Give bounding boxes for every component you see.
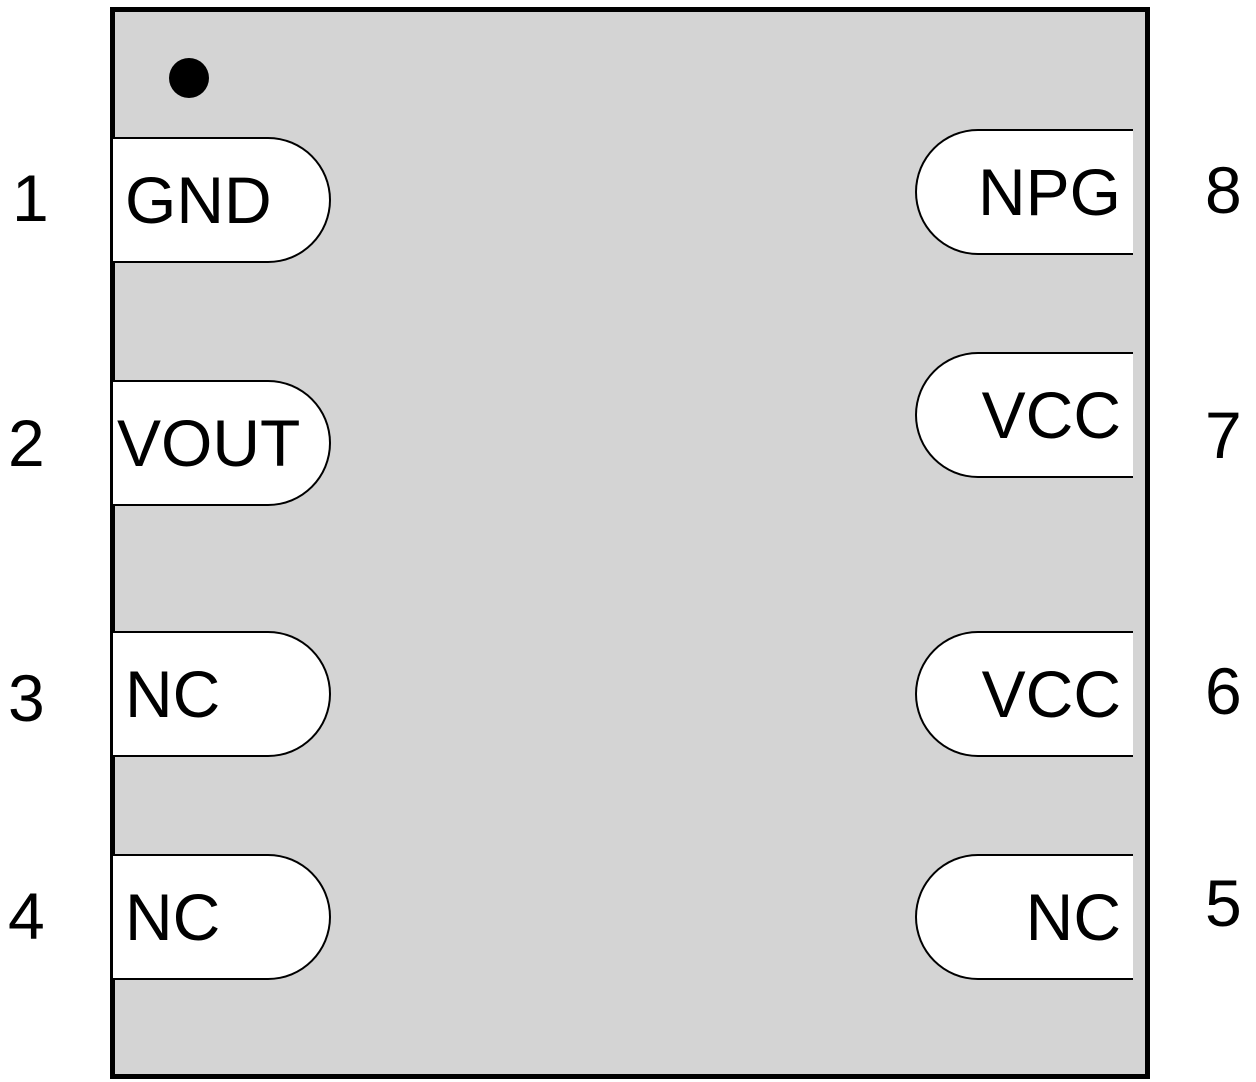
pin-number-6: 6	[1205, 654, 1242, 728]
pin-label-npg: NPG	[977, 155, 1121, 229]
pin-number-4: 4	[8, 879, 45, 953]
pin-number-7: 7	[1205, 398, 1242, 472]
pin-pad-4: NC	[113, 854, 331, 980]
pin-pad-1: GND	[113, 137, 331, 263]
pin-label-vout: VOUT	[117, 406, 301, 480]
pin-pad-7: VCC	[915, 352, 1133, 478]
pin-label-nc-5: NC	[1025, 880, 1121, 954]
pin-label-vcc-6: VCC	[981, 657, 1121, 731]
pin-label-nc-3: NC	[125, 657, 221, 731]
pin-number-5: 5	[1205, 866, 1242, 940]
pin-number-8: 8	[1205, 153, 1242, 227]
pin-number-3: 3	[8, 661, 45, 735]
pin-pad-3: NC	[113, 631, 331, 757]
pin-label-gnd: GND	[125, 163, 272, 237]
pin-pad-6: VCC	[915, 631, 1133, 757]
pin1-indicator-dot	[169, 58, 209, 98]
pin-number-1: 1	[12, 161, 49, 235]
pin-number-2: 2	[8, 406, 45, 480]
pin-label-nc-4: NC	[125, 880, 221, 954]
pin-pad-8: NPG	[915, 129, 1133, 255]
pin-pad-5: NC	[915, 854, 1133, 980]
pin-pad-2: VOUT	[113, 380, 331, 506]
pin-label-vcc-7: VCC	[981, 378, 1121, 452]
